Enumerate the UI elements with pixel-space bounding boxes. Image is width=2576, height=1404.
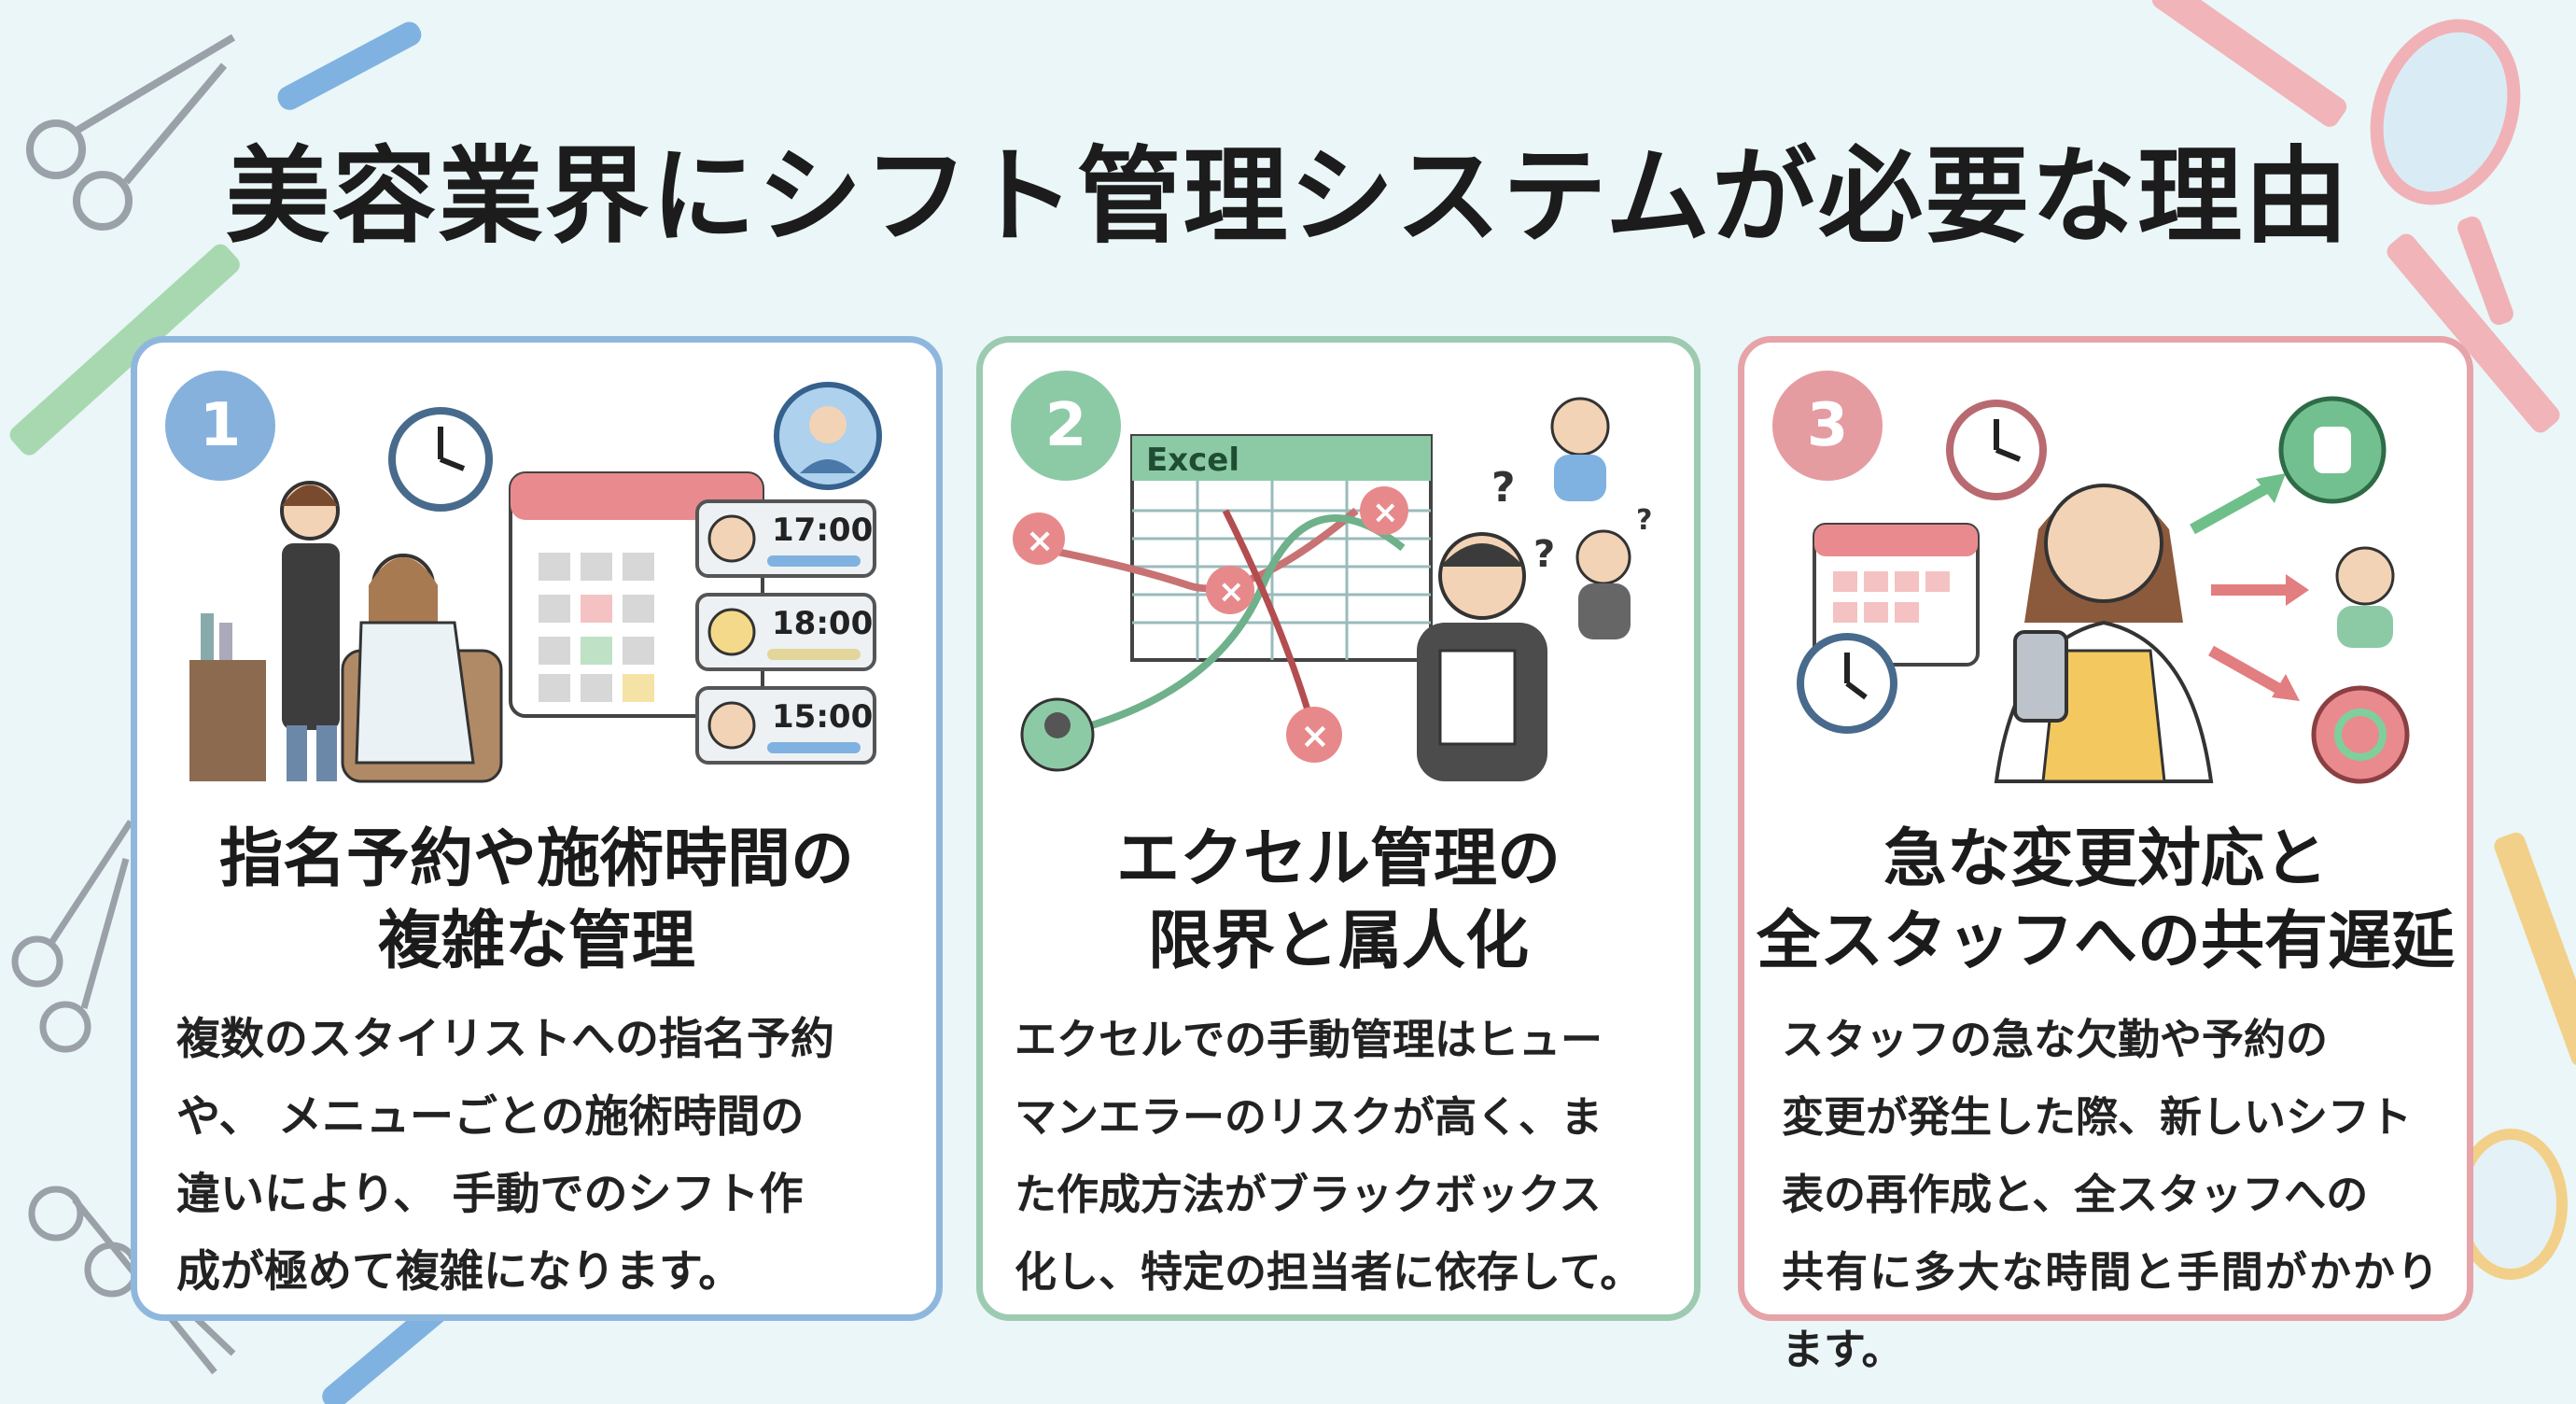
mirror-icon <box>2370 19 2521 326</box>
time-slot-label: 15:00 <box>772 698 873 736</box>
clock-icon <box>1797 633 1897 734</box>
reason-card-2: 2 Excel × × × × <box>976 336 1701 1321</box>
comb-icon <box>9 244 240 456</box>
card-body-line: た作成方法がブラックボックス <box>1015 1170 1602 1219</box>
phone-icon <box>2278 396 2387 504</box>
card-body-line: 共有に多大な時間と手間がかかります。 <box>1782 1247 2439 1374</box>
card-title-line: 指名予約や施術時間の <box>218 822 854 896</box>
card-title-line: 全スタッフへの共有遅延 <box>1756 905 2455 978</box>
card-number-badge: 1 <box>165 371 275 481</box>
svg-text:×: × <box>1300 715 1330 756</box>
card-description: 複数のスタイリストへの指名予約 や、 メニューごとの施術時間の 違いにより、 手… <box>176 1001 897 1311</box>
comb-icon <box>2387 233 2560 433</box>
time-slot-label: 17:00 <box>772 512 873 549</box>
tangled-line <box>1038 507 1359 593</box>
time-slot-card <box>695 499 876 578</box>
card-body-line: 変更が発生した際、新しいシフト <box>1782 1092 2413 1142</box>
error-x-icon: × <box>1206 566 1254 614</box>
client-in-chair-icon <box>341 554 503 783</box>
sync-icon <box>2311 685 2410 784</box>
card-title: 急な変更対応と 全スタッフへの共有遅延 <box>1744 819 2467 983</box>
card-3-illustration <box>1797 396 2410 784</box>
page-title: 美容業界にシフト管理システムが必要な理由 <box>225 136 2351 258</box>
card-body-line: マンエラーのリスクが高く、ま <box>1015 1092 1603 1142</box>
error-x-icon: × <box>1286 707 1342 763</box>
clock-icon <box>388 407 493 512</box>
card-title-line: エクセル管理の <box>1115 822 1561 896</box>
card-2-illustration: Excel × × × × ? ? ? <box>1013 397 1652 781</box>
card-title: 指名予約や施術時間の 複雑な管理 <box>137 819 936 983</box>
card-title-line: 複雑な管理 <box>377 905 695 978</box>
card-body-line: 化し、特定の担当者に依存して。 <box>1015 1247 1643 1297</box>
question-mark-icon: ? <box>1636 504 1652 537</box>
card-1-illustration: 17:00 18:00 15:00 <box>189 382 882 783</box>
svg-text:×: × <box>1026 522 1054 560</box>
reason-card-3: 3 <box>1738 336 2473 1374</box>
card-body-line: 表の再作成と、全スタッフへの <box>1782 1170 2369 1219</box>
card-description: スタッフの急な欠勤や予約の 変更が発生した際、新しいシフト 表の再作成と、全スタ… <box>1782 1001 2439 1388</box>
svg-text:×: × <box>1218 573 1245 611</box>
scissors-icon <box>26 34 236 231</box>
worried-person-icon <box>1575 529 1631 639</box>
time-slot-label: 18:00 <box>772 605 873 642</box>
brush-icon <box>322 1298 451 1404</box>
card-body-line: エクセルでの手動管理はヒュー <box>1015 1015 1603 1064</box>
error-x-icon: × <box>1360 486 1408 535</box>
card-number-badge: 3 <box>1772 371 1883 481</box>
card-body-line: 複数のスタイリストへの指名予約 <box>176 1014 834 1065</box>
worried-staff-icon <box>1994 484 2214 783</box>
card-body-line: 違いにより、 手動でのシフト作 <box>176 1169 804 1220</box>
error-x-icon: × <box>1013 512 1065 565</box>
person-icon <box>2335 546 2395 648</box>
worried-person-icon <box>1550 397 1610 501</box>
tangled-line <box>1222 509 1313 718</box>
question-mark-icon: ? <box>1533 533 1555 576</box>
time-slot-card <box>695 593 876 671</box>
time-slot-card <box>695 686 876 765</box>
clock-icon <box>1946 400 2047 500</box>
scissors-icon <box>11 820 133 1053</box>
brush-icon <box>277 21 422 110</box>
calendar-icon <box>1813 523 1980 667</box>
card-title-line: 限界と属人化 <box>1147 905 1529 978</box>
arrow-icon <box>2208 645 2300 701</box>
card-number-badge: 2 <box>1011 371 1121 481</box>
card-body-line: 成が極めて複雑になります。 <box>176 1246 743 1298</box>
desk-icon <box>189 660 266 781</box>
spreadsheet-label: Excel <box>1146 442 1239 479</box>
svg-text:×: × <box>1372 494 1399 531</box>
person-icon <box>1020 697 1095 772</box>
card-body-line: スタッフの急な欠勤や予約の <box>1782 1015 2329 1064</box>
arrow-icon <box>2211 574 2309 606</box>
arrow-icon <box>2190 473 2286 535</box>
card-title: エクセル管理の 限界と属人化 <box>983 819 1694 983</box>
comb-icon <box>2494 832 2576 1067</box>
mirror-icon <box>2454 1129 2568 1280</box>
card-description: エクセルでの手動管理はヒュー マンエラーのリスクが高く、ま た作成方法がブラック… <box>1015 1001 1672 1311</box>
confused-person-icon <box>1417 532 1547 781</box>
reason-card-1: 1 <box>131 336 943 1321</box>
question-mark-icon: ? <box>1491 464 1516 512</box>
card-body-line: や、 メニューごとの施術時間の <box>176 1091 805 1143</box>
user-avatar-icon <box>774 382 882 490</box>
comb-icon <box>2151 0 2347 127</box>
stylist-icon <box>280 481 340 781</box>
card-title-line: 急な変更対応と <box>1883 822 2328 896</box>
